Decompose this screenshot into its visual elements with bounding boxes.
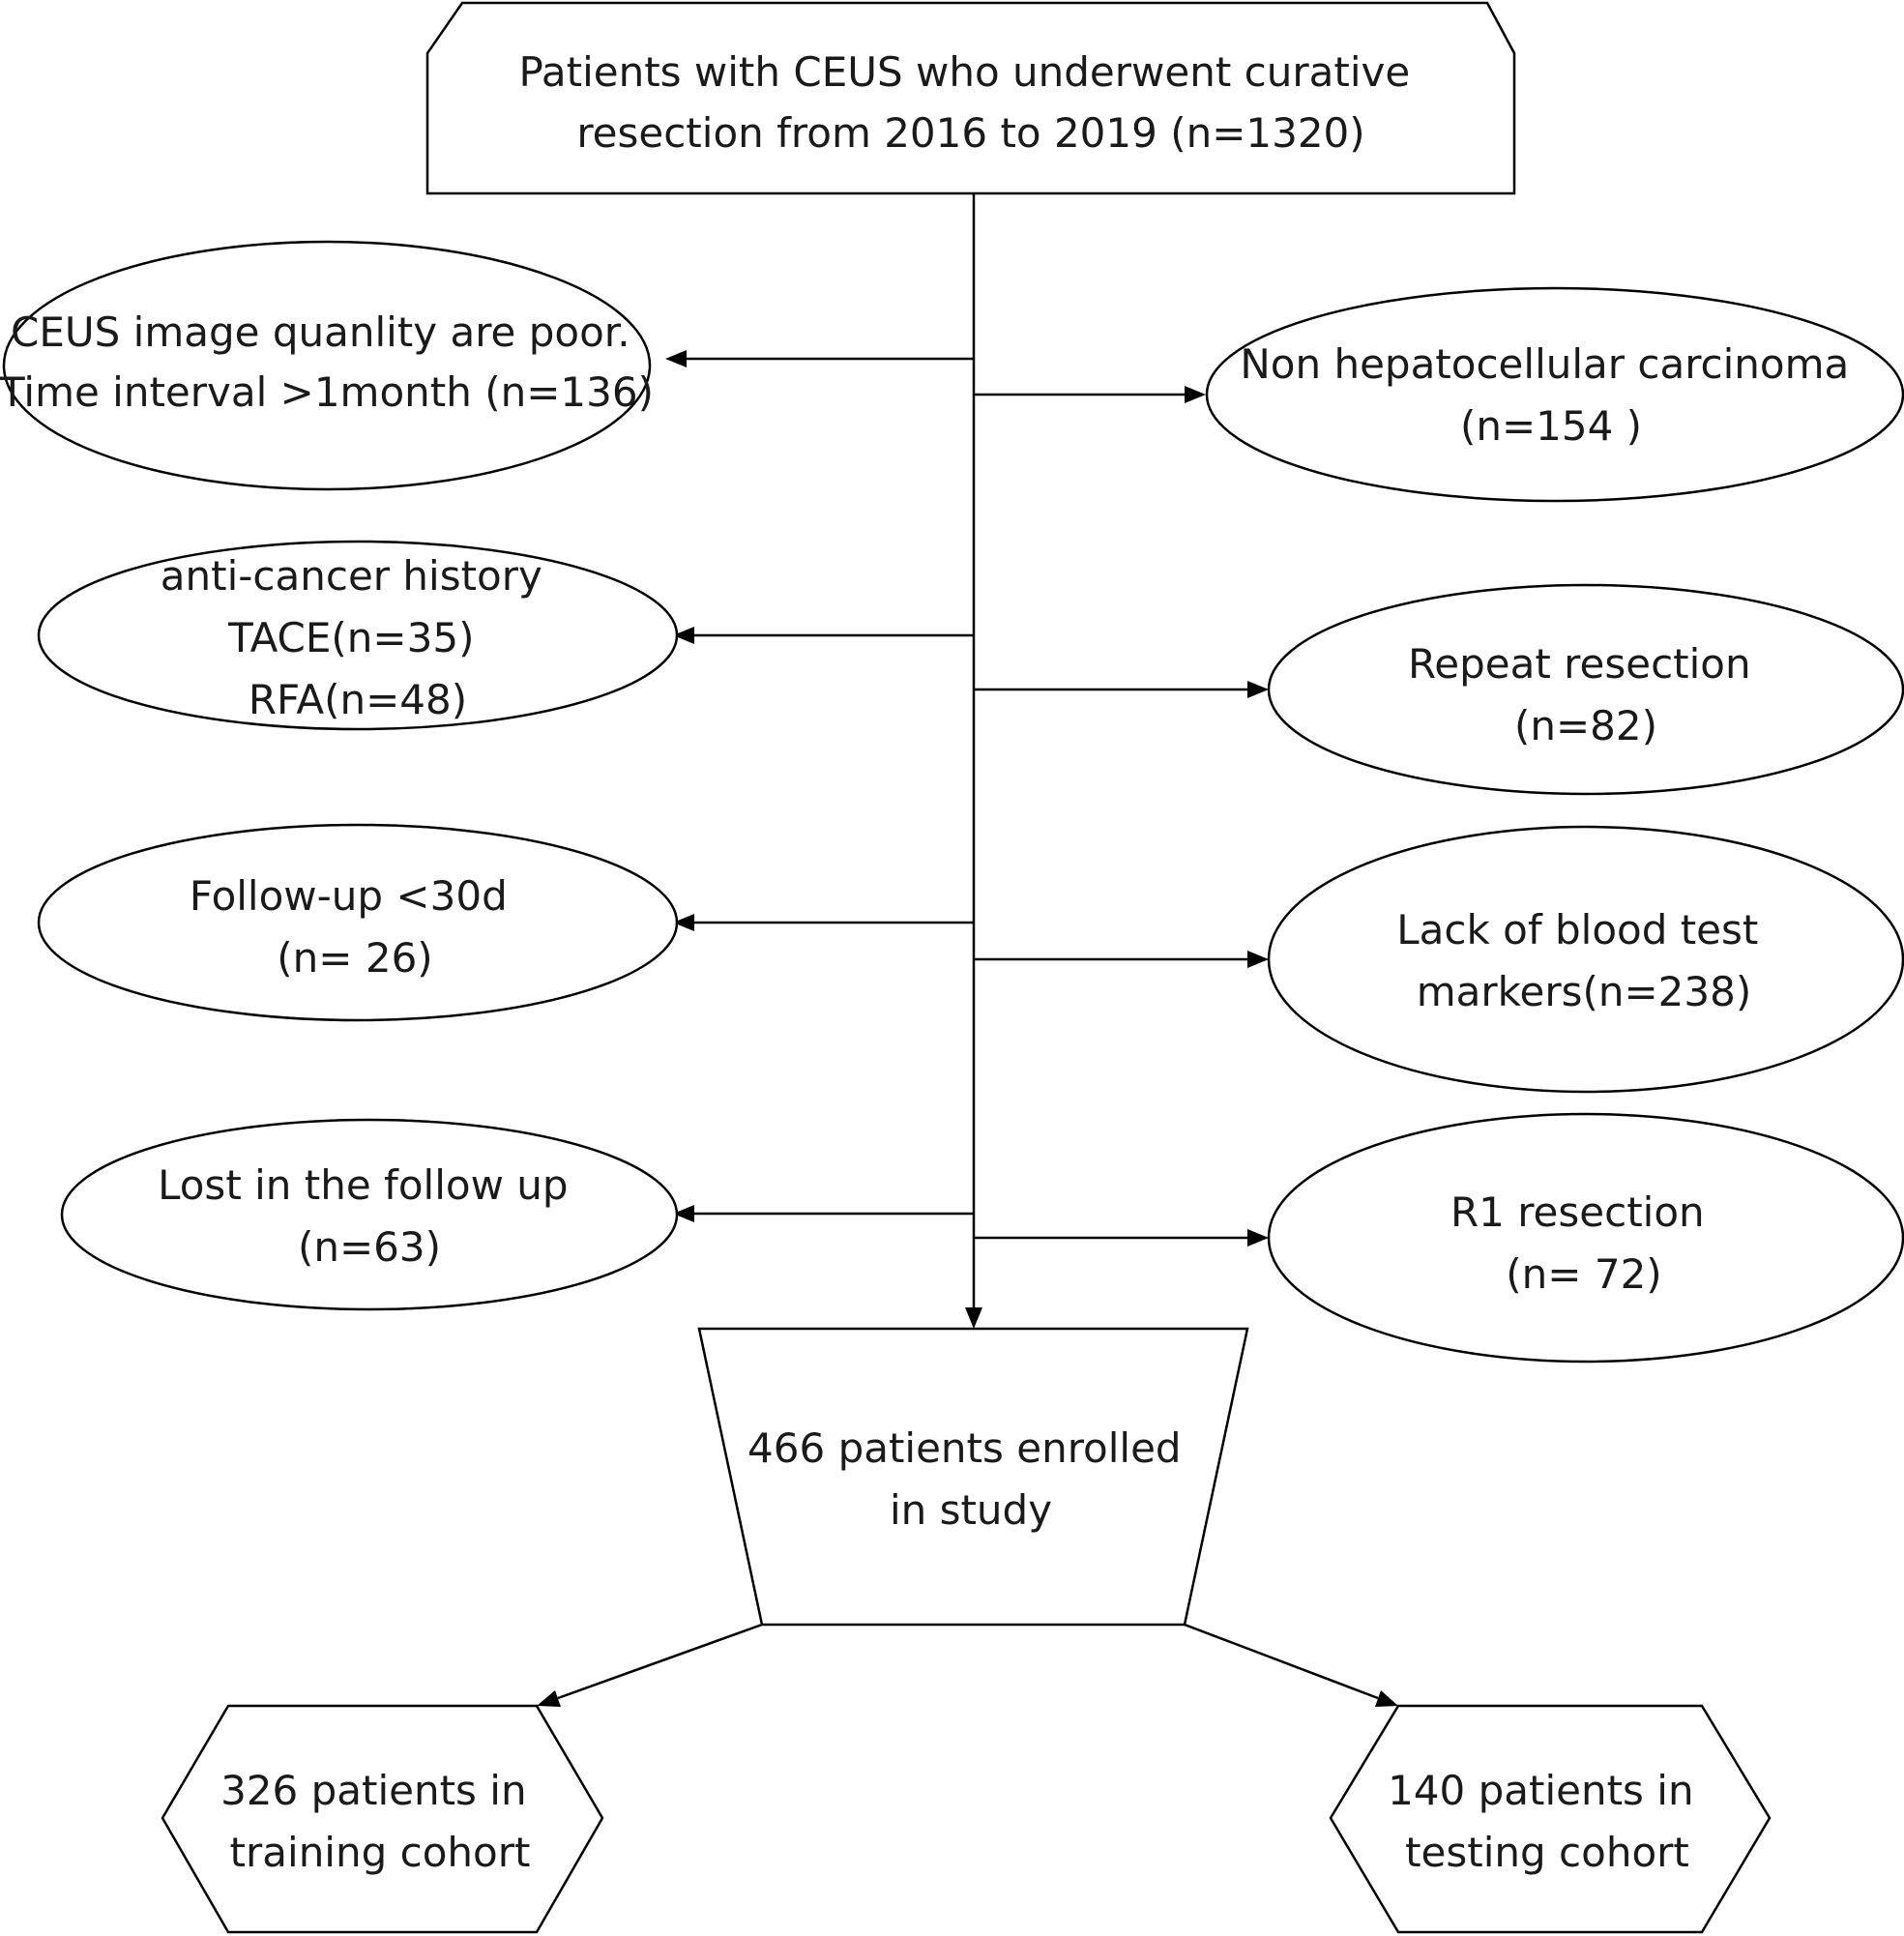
exclusion-anti-cancer-history [37,540,679,731]
exclusion-blood-test-line-2: markers(n=238) [1417,968,1751,1015]
enrolled-box-text: 466 patients enrolled in study [747,1424,1194,1534]
exclusion-anti-cancer-line-3: RFA(n=48) [249,676,467,723]
exclusion-image-quality-line-1: CEUS image quanlity are poor. [11,308,630,356]
exclusion-image-quality [2,240,652,491]
exclusion-follow-up-text: Follow-up <30d (n= 26) [190,872,520,982]
start-box-text: Patients with CEUS who underwent curativ… [518,48,1422,157]
exclusion-anti-cancer-line-2: TACE(n=35) [227,614,474,661]
trunk-arrowhead [965,1307,982,1329]
exclusion-repeat-line-1: Repeat resection [1408,640,1751,688]
split-line-left [557,1623,763,1700]
enrolled-line-1: 466 patients enrolled [747,1424,1182,1472]
start-line-2: resection from 2016 to 2019 (n=1320) [576,109,1364,157]
arrowhead-right-1 [1185,386,1206,403]
arrowhead-right-3 [1247,951,1269,968]
testing-cohort-line-1: 140 patients in [1388,1767,1694,1814]
testing-cohort-box [1329,1704,1772,1934]
start-box [425,1,1516,195]
training-cohort-box [161,1704,604,1934]
exclusion-r1-resection [1267,1112,1904,1364]
training-cohort-text: 326 patients in training cohort [220,1767,540,1876]
testing-cohort-text: 140 patients in testing cohort [1388,1767,1707,1876]
enrolled-line-2: in study [890,1486,1052,1534]
exclusion-repeat-resection [1267,583,1904,796]
exclusion-follow-up-line-1: Follow-up <30d [190,872,508,920]
exclusion-non-hcc [1205,286,1904,503]
exclusion-non-hcc-text: Non hepatocellular carcinoma (n=154 ) [1240,340,1861,450]
arrowhead-left-1 [665,350,687,367]
exclusion-repeat-resection-text: Repeat resection (n=82) [1408,640,1764,749]
arrowhead-left-4 [673,1205,694,1222]
exclusion-image-quality-text: CEUS image quanlity are poor. Time inter… [0,308,654,416]
exclusion-blood-test-line-1: Lack of blood test [1396,906,1758,953]
training-cohort-line-1: 326 patients in [220,1767,527,1814]
testing-cohort-line-2: testing cohort [1405,1829,1689,1876]
arrowhead-right-4 [1247,1229,1269,1247]
start-line-1: Patients with CEUS who underwent curativ… [518,48,1410,96]
exclusion-image-quality-line-2: Time interval >1month (n=136) [0,368,654,416]
exclusion-non-hcc-line-1: Non hepatocellular carcinoma [1240,340,1849,388]
arrowhead-left-2 [673,627,694,644]
arrowhead-left-3 [673,914,694,931]
exclusion-lost-follow-up-text: Lost in the follow up (n=63) [158,1161,581,1271]
exclusion-blood-test-text: Lack of blood test markers(n=238) [1396,906,1771,1015]
exclusion-r1-line-2: (n= 72) [1506,1250,1661,1298]
arrowhead-cohort-left [537,1690,561,1707]
enrolled-box [697,1327,1249,1627]
exclusion-r1-resection-text: R1 resection (n= 72) [1450,1188,1717,1298]
exclusion-lost-line-2: (n=63) [298,1223,441,1271]
training-cohort-line-2: training cohort [230,1829,531,1876]
exclusion-anti-cancer-line-1: anti-cancer history [161,552,542,600]
exclusion-repeat-line-2: (n=82) [1514,702,1657,749]
exclusion-follow-up [37,823,679,1022]
arrowhead-cohort-right [1375,1690,1398,1707]
exclusion-blood-test [1267,825,1904,1094]
exclusion-non-hcc-line-2: (n=154 ) [1460,402,1642,450]
arrowhead-right-2 [1247,681,1269,698]
exclusion-lost-follow-up [60,1118,679,1311]
exclusion-lost-line-1: Lost in the follow up [158,1161,568,1209]
split-line-right [1184,1623,1379,1700]
exclusion-anti-cancer-history-text: anti-cancer history TACE(n=35) RFA(n=48) [161,552,555,723]
exclusion-r1-line-1: R1 resection [1450,1188,1705,1236]
exclusion-follow-up-line-2: (n= 26) [277,934,432,982]
